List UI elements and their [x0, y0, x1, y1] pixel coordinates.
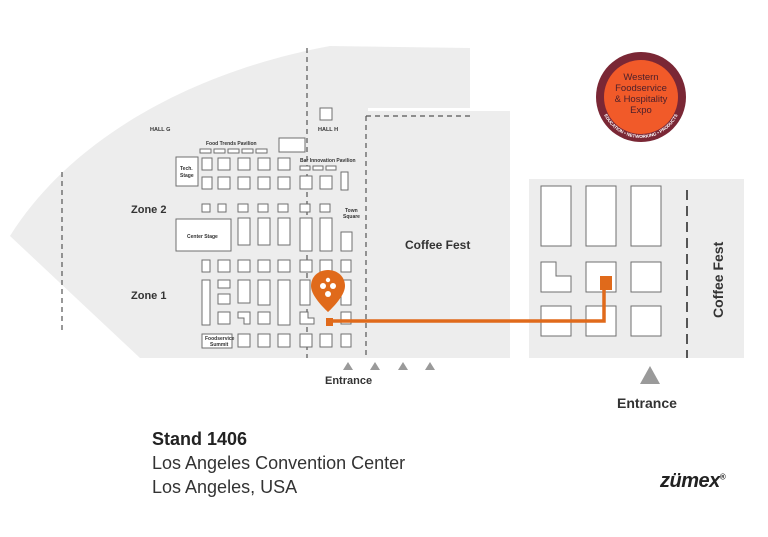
hall-h-label: HALL H — [318, 127, 338, 133]
zumex-logo: zümex® — [660, 470, 726, 492]
hall-h-booth — [319, 107, 333, 121]
stand-number: Stand 1406 — [152, 429, 248, 449]
svg-text:& Hospitality: & Hospitality — [615, 94, 668, 105]
stand-highlight-main — [326, 318, 333, 326]
coffee-fest-hall-label: Coffee Fest — [405, 238, 470, 252]
hall-dividers — [61, 48, 470, 358]
foodservice-summit — [201, 333, 233, 349]
svg-text:Western: Western — [623, 72, 658, 83]
tech-stage — [175, 156, 199, 187]
location-pin-icon — [311, 270, 345, 312]
tech-stage-label-2: Stage — [180, 173, 194, 179]
stand-city: Los Angeles, USA — [152, 477, 298, 497]
stand-venue: Los Angeles Convention Center — [152, 453, 406, 473]
stand-route-line — [330, 287, 606, 323]
svg-text:Foodservice: Foodservice — [615, 83, 667, 94]
expo-badge-logo: Western Foodservice & Hospitality Expo E… — [596, 52, 686, 142]
center-stage-label: Center Stage — [187, 234, 218, 240]
bar-innovation-pavilion-label: Bar Innovation Pavilion — [300, 158, 356, 164]
food-trends-pavilion-label: Food Trends Pavilion — [206, 141, 257, 147]
foodservice-summit-label-2: Summit — [210, 342, 229, 348]
booth-grid-zone1 — [201, 259, 352, 348]
hall-g-label: HALL G — [150, 127, 170, 133]
main-entrance-label: Entrance — [325, 375, 372, 387]
food-trends-booths — [199, 137, 306, 154]
coffee-fest-hall-floor — [362, 111, 510, 358]
zone-1-label: Zone 1 — [131, 290, 166, 302]
coffee-fest-vertical-label: Coffee Fest — [710, 241, 726, 318]
inset-entrance-label: Entrance — [617, 395, 677, 411]
tech-stage-label-1: Tech. — [180, 166, 193, 172]
booth-grid-zone2 — [201, 203, 353, 252]
main-entrance-markers — [343, 362, 435, 370]
town-square-label-1: Town — [345, 208, 358, 214]
inset-entrance-marker — [640, 366, 660, 384]
svg-text:Expo: Expo — [630, 105, 652, 116]
foodservice-summit-label-1: Foodservice — [205, 336, 235, 342]
zone-2-label: Zone 2 — [131, 204, 166, 216]
stand-highlight-inset — [600, 276, 612, 290]
main-hall-floor — [10, 46, 470, 358]
town-square-label-2: Square — [343, 214, 360, 220]
center-stage — [175, 218, 232, 252]
booth-grid-upper — [201, 157, 349, 191]
